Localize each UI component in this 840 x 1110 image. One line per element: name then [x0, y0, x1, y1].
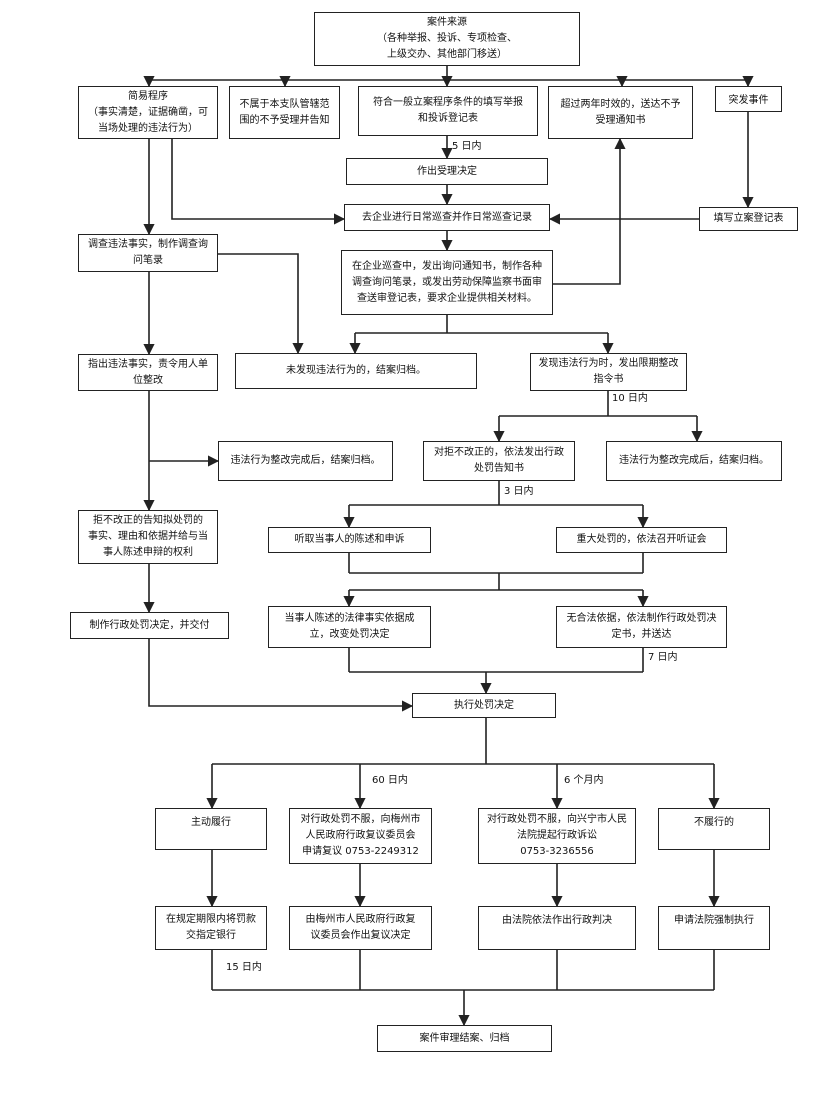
node-investigate: 调查违法事实，制作调查询 问笔录 [78, 234, 218, 272]
node-notify-rights: 拒不改正的告知拟处罚的 事实、理由和依据并给与当 事人陈述申辩的权利 [78, 510, 218, 564]
label-10-days: 10 日内 [612, 393, 648, 404]
node-not-comply: 不履行的 [658, 808, 770, 850]
node-review-decision: 由梅州市人民政府行政复 议委员会作出复议决定 [289, 906, 432, 950]
node-hearing: 重大处罚的，依法召开听证会 [556, 527, 727, 553]
node-lawsuit: 对行政处罚不服，向兴宁市人民 法院提起行政诉讼 0753-3236556 [478, 808, 636, 864]
label-6-months: 6 个月内 [564, 775, 604, 786]
node-simple-procedure: 简易程序 （事实清楚，证据确凿，可 当场处理的违法行为） [78, 86, 218, 139]
node-make-decision-left: 制作行政处罚决定，并交付 [70, 612, 229, 639]
node-accept-decision: 作出受理决定 [346, 158, 548, 185]
label-3-days: 3 日内 [504, 486, 534, 497]
node-case-source: 案件来源 （各种举报、投诉、专项检查、 上级交办、其他部门移送） [314, 12, 580, 66]
node-review-application: 对行政处罚不服，向梅州市 人民政府行政复议委员会 申请复议 0753-22493… [289, 808, 432, 864]
node-inspect-enterprise: 在企业巡查中，发出询问通知书，制作各种 调查询问笔录，或发出劳动保障监察书面审 … [341, 250, 553, 315]
edge-make-left-execute [148, 639, 414, 712]
edge-investigate-no-violation [218, 253, 304, 355]
node-court-ruling: 由法院依法作出行政判决 [478, 906, 636, 950]
node-refuse-notice: 对拒不改正的，依法发出行政 处罚告知书 [423, 441, 575, 481]
node-execute: 执行处罚决定 [412, 693, 556, 718]
edge-inspect-overdue [553, 137, 626, 285]
node-corrected-right: 违法行为整改完成后，结案归档。 [606, 441, 782, 481]
node-corrected-left: 违法行为整改完成后，结案归档。 [218, 441, 393, 481]
node-no-violation: 未发现违法行为的，结案归档。 [235, 353, 477, 389]
node-emergency: 突发事件 [715, 86, 782, 112]
label-5-days: 5 日内 [452, 141, 482, 152]
node-point-out-violation: 指出违法事实，责令用人单 位整改 [78, 354, 218, 391]
node-comply: 主动履行 [155, 808, 267, 850]
node-fill-register: 填写立案登记表 [699, 207, 798, 231]
node-daily-patrol: 去企业进行日常巡查并作日常巡查记录 [344, 204, 550, 231]
node-enforce: 申请法院强制执行 [658, 906, 770, 950]
node-hear-statement: 听取当事人的陈述和申诉 [268, 527, 431, 553]
node-change-decision: 当事人陈述的法律事实依据成 立，改变处罚决定 [268, 606, 431, 648]
node-register-complaint: 符合一般立案程序条件的填写举报 和投诉登记表 [358, 86, 538, 136]
node-pay-bank: 在规定期限内将罚款 交指定银行 [155, 906, 267, 950]
label-15-days: 15 日内 [226, 962, 262, 973]
label-7-days: 7 日内 [648, 652, 678, 663]
node-make-decision-right: 无合法依据，依法制作行政处罚决 定书，并送达 [556, 606, 727, 648]
node-found-violation: 发现违法行为时，发出限期整改 指令书 [530, 353, 687, 391]
label-60-days: 60 日内 [372, 775, 408, 786]
node-not-jurisdiction: 不属于本支队管辖范 围的不予受理并告知 [229, 86, 340, 139]
node-close-case: 案件审理结案、归档 [377, 1025, 552, 1052]
node-overdue-notice: 超过两年时效的，送达不予 受理通知书 [548, 86, 693, 139]
edge-simple-patrol [171, 139, 346, 225]
